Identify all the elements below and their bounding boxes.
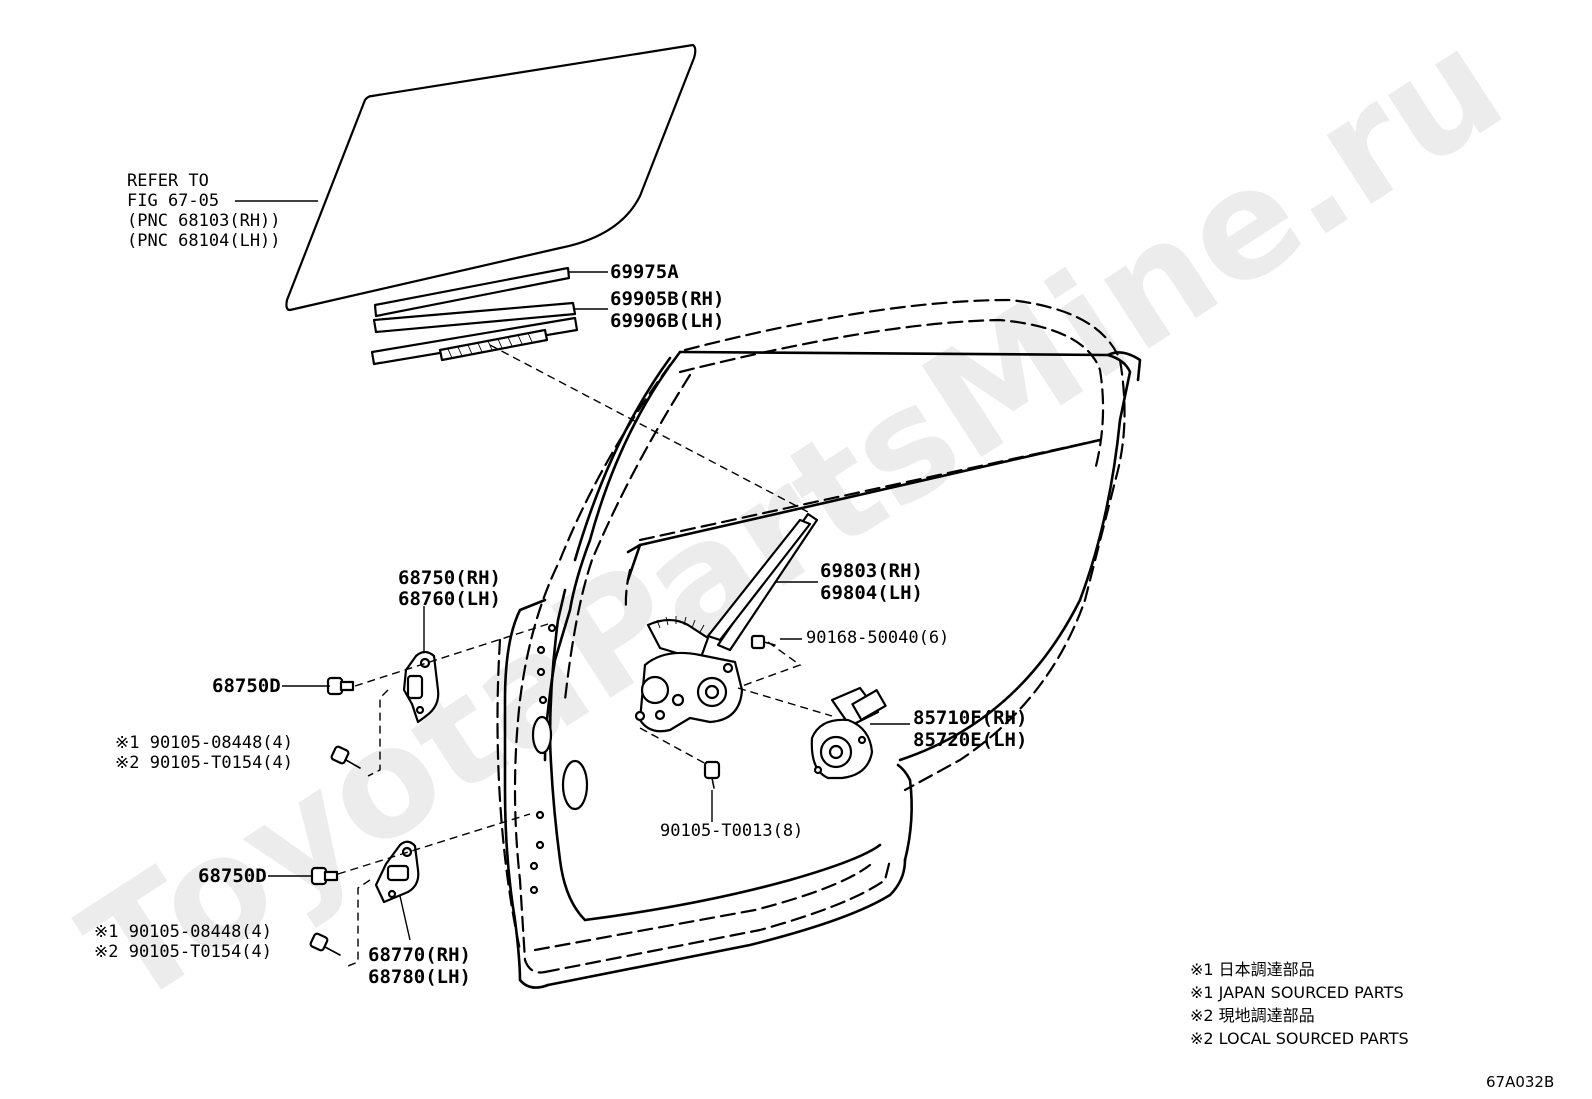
- legend-line-4: ※2 LOCAL SOURCED PARTS: [1190, 1029, 1409, 1048]
- watermark: ToyotaPartsMine.ru: [55, 0, 1532, 1040]
- label-90105-t0013: 90105-T0013(8): [660, 821, 803, 841]
- run-channel-69975a: [373, 266, 571, 318]
- sourcing-legend: ※1 日本調達部品 ※1 JAPAN SOURCED PARTS ※2 現地調達…: [1190, 960, 1409, 1048]
- label-68770: 68770(RH): [368, 944, 471, 966]
- label-glass-ref-line1: REFER TO: [127, 171, 209, 191]
- regulator-motor-85710f: [810, 686, 887, 780]
- part-labels: REFER TO FIG 67-05 (PNC 68103(RH)) (PNC …: [94, 171, 1027, 988]
- label-85720e: 85720E(LH): [913, 729, 1027, 751]
- label-90168-50040: 90168-50040(6): [806, 628, 949, 648]
- figure-code: 67A032B: [1486, 1073, 1554, 1091]
- lower-hinge-68770: [374, 840, 420, 904]
- window-regulator-69803: [634, 512, 819, 733]
- label-69803: 69803(RH): [820, 560, 923, 582]
- label-bolt-upper-japan: ※1 90105-08448(4): [115, 733, 293, 753]
- bolt-90168-50040: [750, 634, 776, 650]
- label-68750: 68750(RH): [398, 567, 501, 589]
- label-69906b: 69906B(LH): [610, 310, 724, 332]
- leader-lines: [235, 200, 910, 967]
- bolt-90105-upper: [330, 745, 361, 769]
- legend-line-1: ※1 日本調達部品: [1190, 960, 1315, 979]
- label-69975a: 69975A: [610, 261, 679, 283]
- upper-hinge-68750: [402, 650, 440, 724]
- label-69804: 69804(LH): [820, 582, 923, 604]
- label-85710f: 85710F(RH): [913, 707, 1027, 729]
- bolt-90105-lower: [309, 932, 341, 956]
- door-glass: [285, 43, 697, 312]
- label-68750d-upper: 68750D: [212, 675, 281, 697]
- bolt-68750d-upper: [326, 676, 355, 696]
- label-glass-ref-line3: (PNC 68103(RH)): [127, 211, 281, 231]
- label-bolt-lower-japan: ※1 90105-08448(4): [94, 922, 272, 942]
- bolt-90105-t0013: [703, 760, 721, 789]
- label-glass-ref-line2: FIG 67-05: [127, 191, 219, 211]
- label-bolt-lower-local: ※2 90105-T0154(4): [94, 942, 272, 962]
- label-68780: 68780(LH): [368, 966, 471, 988]
- label-glass-ref-line4: (PNC 68104(LH)): [127, 231, 281, 251]
- label-69905b: 69905B(RH): [610, 288, 724, 310]
- door-panel: [503, 350, 1142, 989]
- label-bolt-upper-local: ※2 90105-T0154(4): [115, 753, 293, 773]
- legend-line-3: ※2 現地調達部品: [1190, 1006, 1315, 1025]
- label-68760: 68760(LH): [398, 588, 501, 610]
- label-68750d-lower: 68750D: [198, 865, 267, 887]
- belt-moulding-69905b: [370, 301, 579, 366]
- legend-line-2: ※1 JAPAN SOURCED PARTS: [1190, 983, 1404, 1002]
